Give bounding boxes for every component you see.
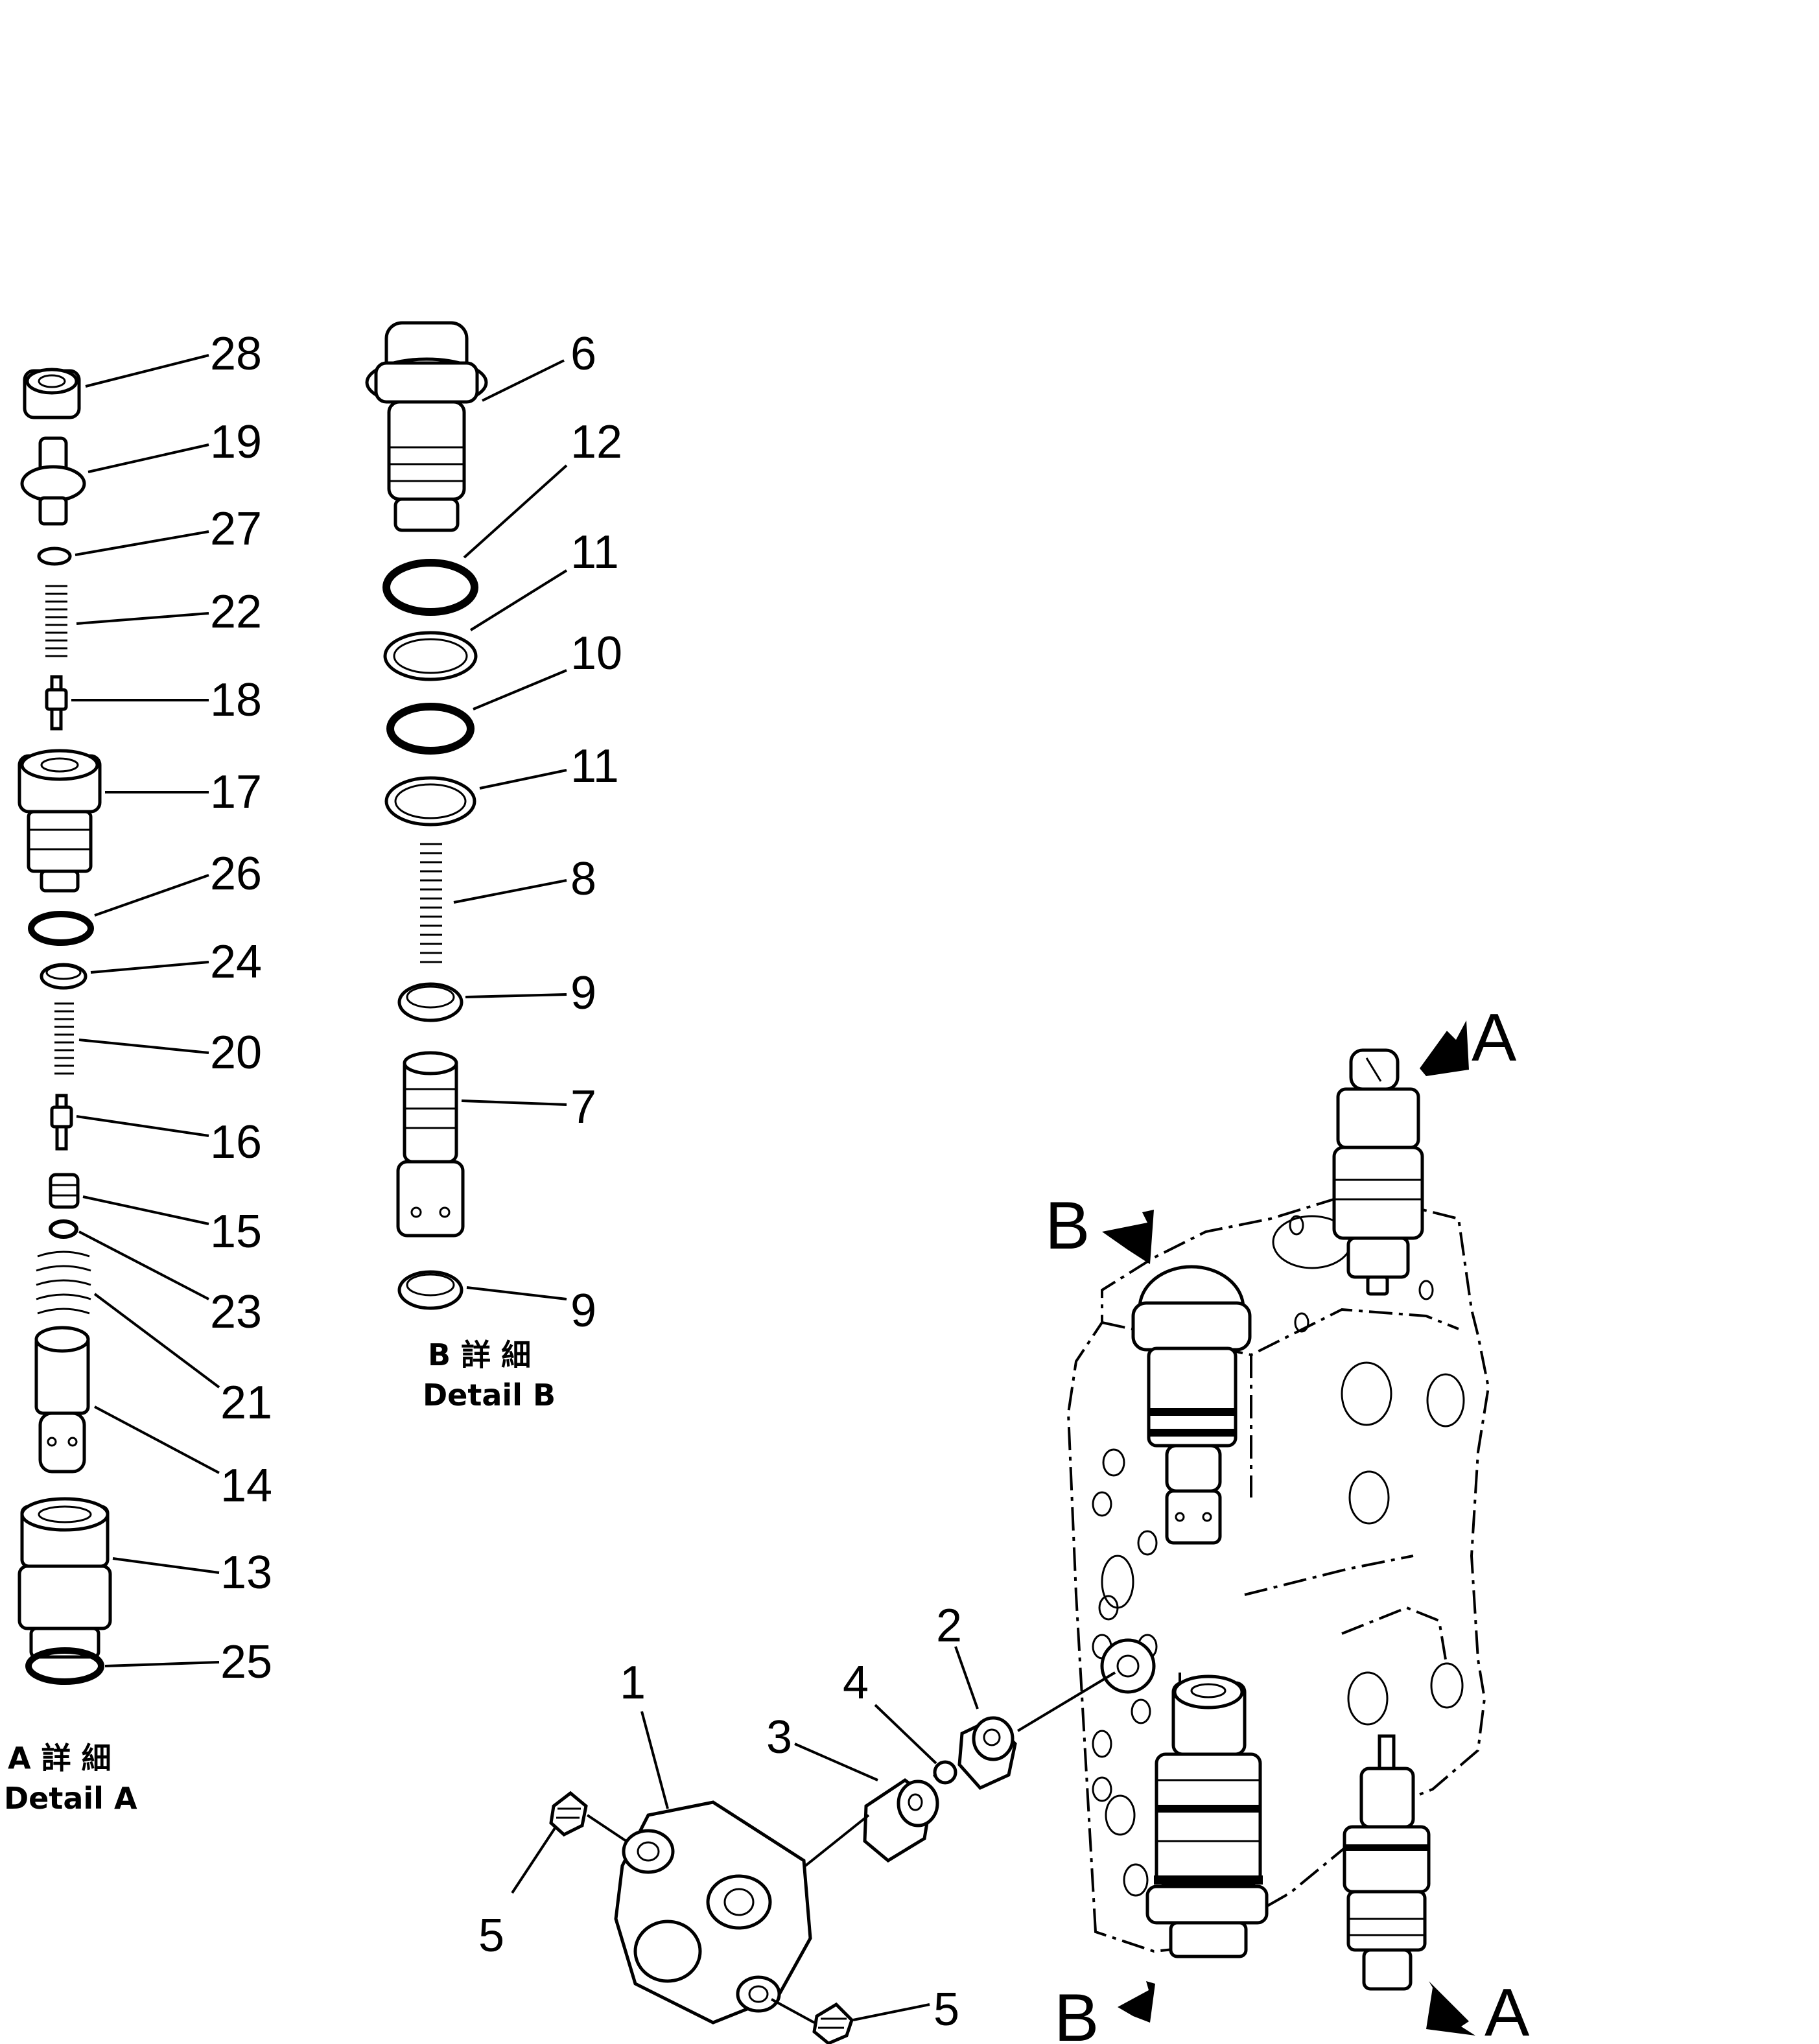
part-10-o-ring	[386, 703, 475, 755]
label-11a: 11	[570, 526, 619, 578]
part-28-nut	[23, 368, 81, 419]
detail-b-heading-en: Detail B	[423, 1378, 556, 1413]
label-25: 25	[220, 1636, 272, 1688]
label-7: 7	[570, 1081, 596, 1133]
part-8-spring	[420, 843, 442, 963]
part-17-sleeve	[18, 749, 102, 893]
part-18-poppet	[45, 675, 68, 731]
label-20: 20	[210, 1027, 262, 1079]
label-2: 2	[936, 1600, 962, 1652]
detail-b-heading-ja: B 詳 細	[428, 1337, 531, 1372]
view-marker-b-top: B	[1045, 1188, 1154, 1264]
detail-a-heading-ja: A 詳 細	[8, 1741, 111, 1776]
part-2-plug	[957, 1716, 1017, 1791]
part-11-backup-ring	[383, 631, 478, 681]
part-22-spring	[45, 585, 67, 657]
part-15-plug	[49, 1173, 80, 1209]
part-5-plug-top	[549, 1791, 588, 1837]
svg-text:A: A	[1485, 1975, 1530, 2044]
view-marker-a-top: A	[1420, 1000, 1517, 1076]
label-11b: 11	[570, 740, 619, 792]
label-5b: 5	[933, 1984, 959, 2036]
label-27: 27	[210, 503, 262, 555]
label-26: 26	[210, 848, 262, 900]
label-13: 13	[220, 1547, 272, 1599]
label-15: 15	[210, 1206, 262, 1258]
detail-b-parts: 6 12 11 10 11 8 9	[365, 321, 622, 1413]
label-10: 10	[570, 628, 622, 679]
part-11-backup-ring-2	[384, 776, 476, 827]
part-4-ball	[933, 1760, 957, 1785]
label-14: 14	[220, 1460, 272, 1512]
detail-a-heading-en: Detail A	[4, 1781, 137, 1816]
part-12-o-ring	[382, 559, 478, 616]
label-22: 22	[210, 586, 262, 638]
part-6-plug	[365, 321, 488, 532]
label-6: 6	[570, 328, 596, 380]
label-4: 4	[843, 1657, 869, 1709]
svg-text:A: A	[1472, 1000, 1517, 1075]
label-21: 21	[220, 1377, 272, 1429]
cartridge-a-top	[1332, 1048, 1424, 1296]
valve-body-outline	[1066, 1191, 1490, 1953]
part-26-o-ring	[28, 911, 94, 946]
part-14-piston	[34, 1326, 90, 1474]
body-ports	[1092, 1215, 1465, 1897]
detail-a-parts: 28 19 27 22 18	[4, 328, 272, 1816]
part-3-spool	[863, 1778, 939, 1863]
part-7-spool	[396, 1051, 465, 1238]
label-23: 23	[210, 1286, 262, 1338]
part-25-o-ring	[25, 1647, 104, 1685]
label-28: 28	[210, 328, 262, 380]
label-9a: 9	[570, 967, 596, 1019]
valve-assembly: 1 2 3 4 5 5 A B B A	[478, 1000, 1530, 2044]
label-3: 3	[766, 1711, 792, 1763]
part-21-spring	[36, 1251, 91, 1315]
part-23-ring	[49, 1219, 78, 1239]
cartridge-a-bottom	[1343, 1734, 1431, 1991]
part-27-o-ring	[37, 546, 72, 566]
part-1-cover	[614, 1800, 812, 2025]
part-19-adjuster	[20, 436, 86, 526]
svg-text:B: B	[1045, 1188, 1090, 1263]
part-9-seat-2	[397, 1270, 464, 1310]
label-8: 8	[570, 853, 596, 905]
view-marker-a-bottom: A	[1426, 1975, 1530, 2044]
label-18: 18	[210, 674, 262, 726]
label-1: 1	[620, 1657, 646, 1709]
view-marker-b-bottom: B	[1054, 1980, 1155, 2044]
label-9b: 9	[570, 1285, 596, 1337]
part-16-poppet	[50, 1094, 73, 1151]
label-19: 19	[210, 416, 262, 468]
label-12: 12	[570, 416, 622, 468]
label-24: 24	[210, 936, 262, 988]
part-5-plug-bottom	[812, 2002, 854, 2044]
part-9-seat	[397, 982, 464, 1022]
part-13-body	[18, 1497, 112, 1659]
label-16: 16	[210, 1116, 262, 1168]
label-5a: 5	[478, 1910, 504, 1962]
label-17: 17	[210, 766, 262, 818]
svg-text:B: B	[1054, 1980, 1099, 2044]
cartridge-b-bottom	[1145, 1674, 1269, 1958]
cartridge-b-top	[1131, 1265, 1252, 1545]
part-20-spring	[54, 1002, 74, 1075]
part-24-ring	[40, 963, 88, 990]
